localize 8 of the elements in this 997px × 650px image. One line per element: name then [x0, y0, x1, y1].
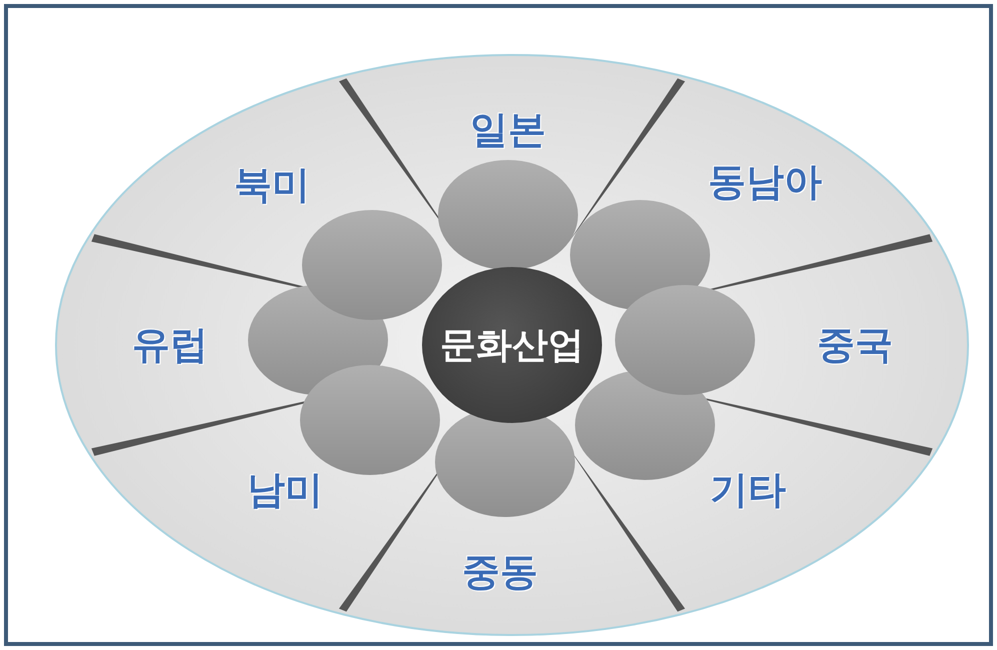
sector-label: 북미: [234, 160, 310, 210]
sector-label: 동남아: [708, 156, 822, 208]
sector-label: 유럽: [132, 320, 208, 370]
sector-label: 일본: [470, 104, 546, 156]
sector-label: 기타: [710, 464, 786, 516]
sector-label: 남미: [247, 464, 323, 516]
sector-label: 중국: [817, 320, 893, 370]
sector-label: 중동: [462, 546, 538, 598]
